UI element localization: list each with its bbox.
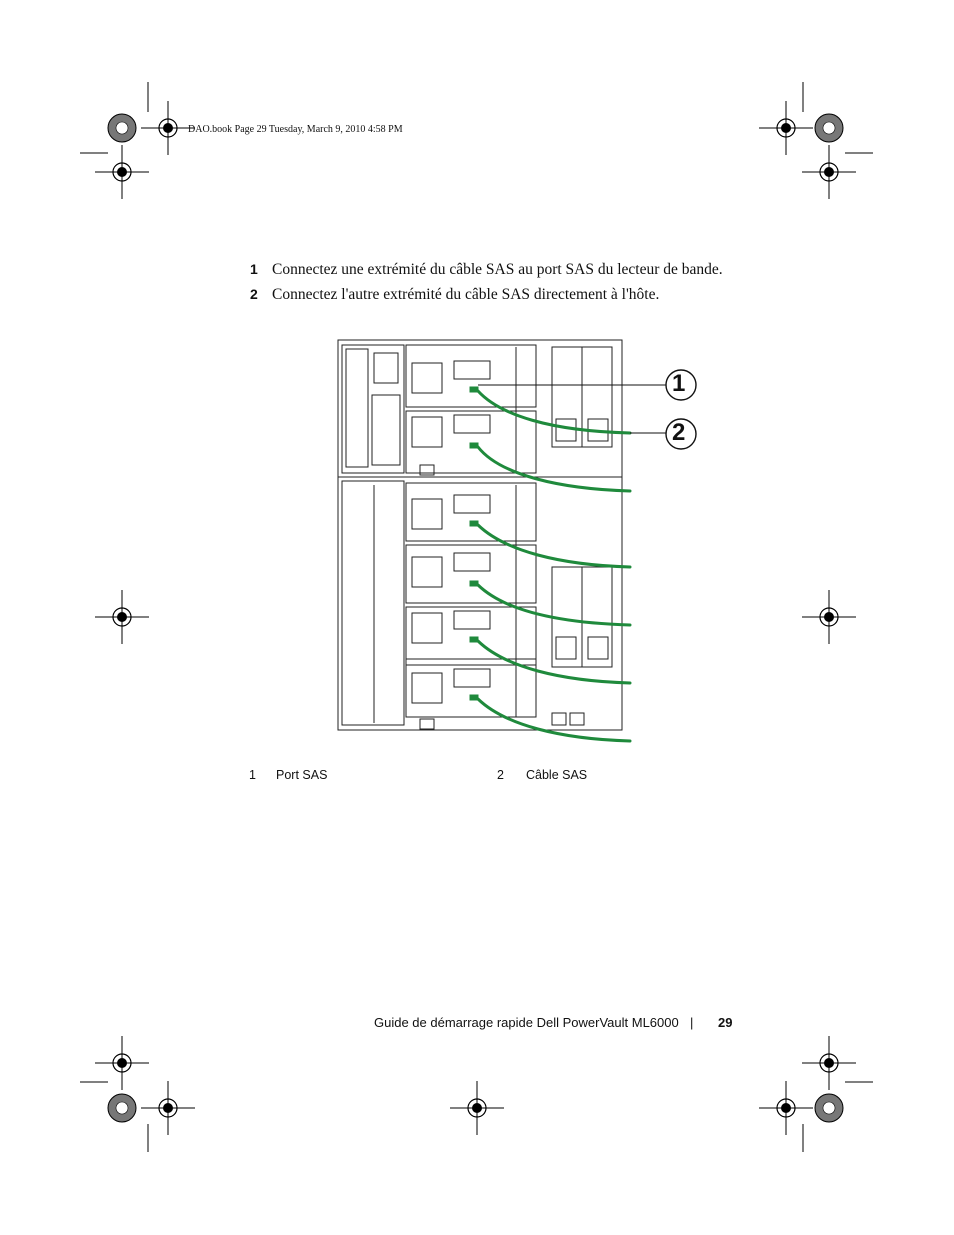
drive-bay xyxy=(405,344,537,408)
callout-2: 2 xyxy=(672,419,686,446)
drive-bay xyxy=(405,482,537,542)
drive-bay xyxy=(405,410,537,474)
legend-label: Port SAS xyxy=(276,768,328,782)
sas-cable xyxy=(476,389,632,435)
registration-sunburst xyxy=(107,1093,137,1123)
step-1: 1 Connectez une extrémité du câble SAS au… xyxy=(250,261,723,279)
step-2: 2 Connectez l'autre extrémité du câble SA… xyxy=(250,286,659,304)
step-number: 1 xyxy=(250,261,258,277)
callout-circle xyxy=(665,418,697,450)
registration-target xyxy=(758,100,814,156)
drive-bay xyxy=(405,606,537,666)
registration-target xyxy=(758,1080,814,1136)
registration-sunburst xyxy=(814,1093,844,1123)
legend-number: 1 xyxy=(249,768,256,782)
print-slug: DAO.book Page 29 Tuesday, March 9, 2010 … xyxy=(188,124,403,135)
callout-1: 1 xyxy=(672,370,686,397)
registration-target xyxy=(801,589,857,645)
expansion-panel xyxy=(341,480,405,726)
sas-cable xyxy=(476,639,632,685)
sas-cable xyxy=(476,583,632,627)
sas-cable xyxy=(476,697,632,743)
legend-label: Câble SAS xyxy=(526,768,588,782)
step-number: 2 xyxy=(250,286,258,302)
sas-port xyxy=(469,520,479,527)
footer-title: Guide de démarrage rapide Dell PowerVaul… xyxy=(374,1015,679,1030)
registration-sunburst xyxy=(814,113,844,143)
registration-target xyxy=(140,1080,196,1136)
drive-bay xyxy=(405,544,537,604)
library-frame xyxy=(337,339,623,731)
registration-target xyxy=(94,589,150,645)
legend-number: 2 xyxy=(497,768,504,782)
registration-target xyxy=(449,1080,505,1136)
step-text: Connectez une extrémité du câble SAS au … xyxy=(272,261,723,278)
drive-bay xyxy=(405,658,537,718)
library-illustration xyxy=(337,339,697,743)
registration-target xyxy=(140,100,196,156)
sas-cable xyxy=(476,445,632,493)
step-text: Connectez l'autre extrémité du câble SAS… xyxy=(272,286,660,303)
callout-circle xyxy=(665,369,697,401)
page-number: 29 xyxy=(718,1015,733,1030)
control-module xyxy=(341,344,405,474)
registration-sunburst xyxy=(107,113,137,143)
footer-separator: | xyxy=(690,1015,694,1030)
sas-cable xyxy=(476,523,632,569)
